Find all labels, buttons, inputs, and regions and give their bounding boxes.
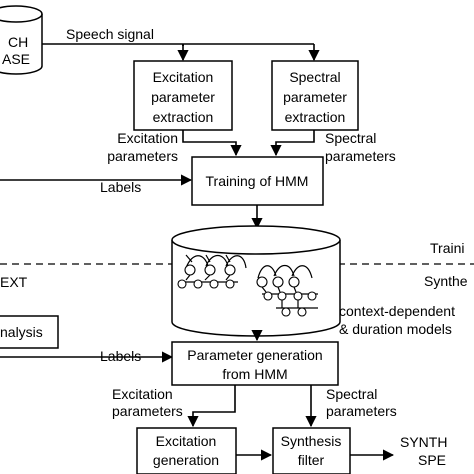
output-label-line1: SYNTH: [400, 434, 447, 450]
excitation-parameters-label-1: Excitation: [117, 130, 178, 146]
excitation-extraction-line3: extraction: [153, 109, 214, 125]
spectral-extraction-line1: Spectral: [289, 69, 340, 85]
analysis-box: nalysis: [0, 315, 59, 349]
labels-training-label: Labels: [100, 179, 141, 195]
synthesis-filter-line2: filter: [298, 452, 325, 468]
training-box-label: Training of HMM: [206, 173, 309, 189]
spectral-parameters-b-label-2: parameters: [326, 403, 397, 419]
excitation-parameters-b-label-1: Excitation: [112, 386, 173, 402]
analysis-box-label: nalysis: [0, 324, 43, 340]
excitation-extraction-line2: parameter: [151, 89, 215, 105]
models-label-line2: & duration models: [339, 321, 452, 337]
text-input-label: EXT: [0, 274, 28, 290]
output-label-line2: SPE: [418, 452, 446, 468]
parameter-generation-line1: Parameter generation: [187, 347, 322, 363]
spectral-extraction-box: Spectral parameter extraction: [271, 60, 359, 131]
spectral-extraction-line3: extraction: [285, 109, 346, 125]
models-label-line1: context-dependent: [339, 303, 455, 319]
excitation-generation-line1: Excitation: [156, 433, 217, 449]
training-box: Training of HMM: [191, 156, 324, 206]
speech-signal-connector: [42, 43, 320, 62]
spectral-parameters-label-1: Spectral: [325, 130, 376, 146]
parameter-generation-line2: from HMM: [222, 366, 287, 382]
database-label-line2: ASE: [2, 51, 30, 67]
excitation-generation-box: Excitation generation: [136, 427, 237, 474]
parameter-generation-box: Parameter generation from HMM: [171, 341, 339, 386]
hmm-model-1: [177, 254, 247, 289]
speech-database: CH ASE: [0, 5, 43, 75]
spectral-extraction-line2: parameter: [283, 89, 347, 105]
spectral-parameters-b-label-1: Spectral: [326, 386, 377, 402]
model-database: [171, 225, 341, 337]
synthesis-part-label: Synthe: [424, 273, 468, 289]
labels-synthesis-label: Labels: [100, 348, 141, 364]
generation-output-connectors: [187, 385, 317, 428]
excitation-extraction-line1: Excitation: [153, 69, 214, 85]
speech-signal-label: Speech signal: [66, 26, 154, 42]
excitation-parameters-b-label-2: parameters: [112, 403, 183, 419]
synthesis-filter-line1: Synthesis: [281, 433, 342, 449]
database-label-line1: CH: [8, 34, 28, 50]
excitation-parameters-label-2: parameters: [107, 148, 178, 164]
synthesis-filter-box: Synthesis filter: [272, 427, 351, 474]
training-input-connectors: [0, 130, 315, 186]
excitation-generation-line2: generation: [153, 452, 219, 468]
spectral-parameters-label-2: parameters: [325, 148, 396, 164]
hmm-model-2: [256, 264, 318, 317]
excitation-extraction-box: Excitation parameter extraction: [133, 60, 233, 131]
training-part-label: Traini: [430, 240, 465, 256]
